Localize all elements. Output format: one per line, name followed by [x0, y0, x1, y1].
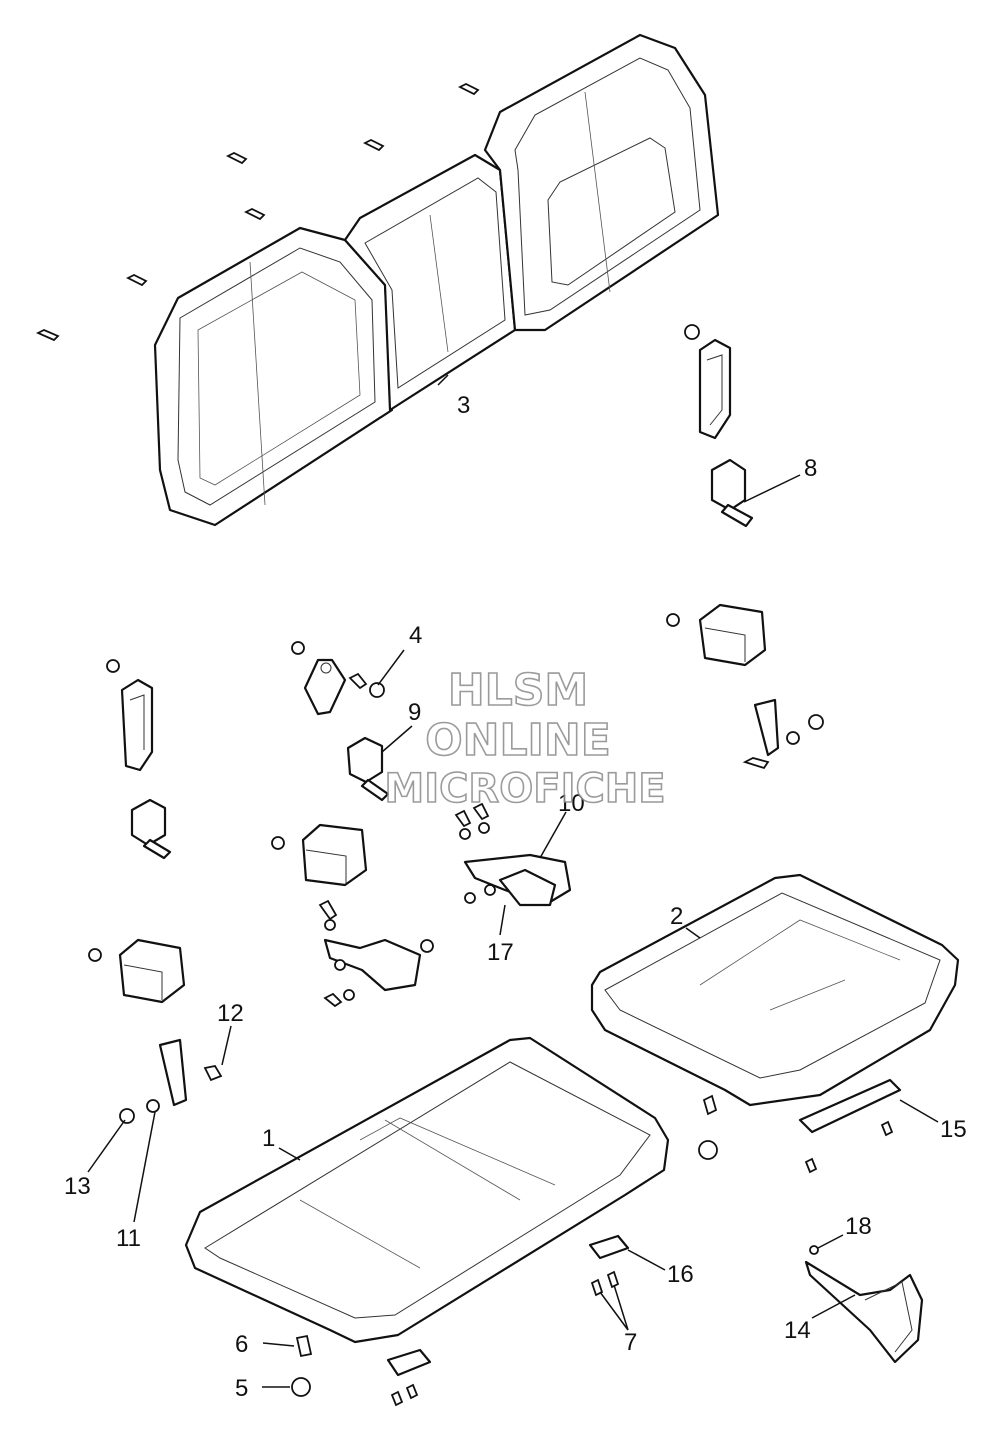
retractor-box-center [271, 823, 368, 921]
callout-5: 5 [235, 1375, 248, 1402]
callout-6: 6 [235, 1331, 248, 1358]
seat-belt-retractor-left-upper [106, 659, 172, 860]
bracket-16 [588, 1234, 630, 1297]
watermark-line1: HLSM [448, 665, 588, 716]
callout-labels: 3 8 4 9 10 17 2 12 13 11 1 6 5 15 16 7 1… [64, 392, 967, 1402]
retractor-box-left [88, 938, 223, 1124]
callout-11: 11 [116, 1225, 141, 1252]
retractor-box-right [666, 603, 824, 770]
seat-cushion-right [590, 873, 960, 1174]
callout-1: 1 [262, 1125, 275, 1152]
callout-15: 15 [940, 1116, 967, 1143]
seat-back-assembly [35, 33, 720, 527]
seat-belt-buckle-9 [346, 736, 390, 802]
callout-4: 4 [409, 622, 422, 649]
callout-14: 14 [784, 1317, 811, 1344]
callout-2: 2 [670, 903, 683, 930]
seat-belt-retractor-right-upper [684, 324, 754, 528]
anchor-bracket-4 [291, 641, 385, 716]
callout-3: 3 [457, 392, 470, 419]
shield-14 [804, 1245, 924, 1364]
callout-16: 16 [667, 1261, 694, 1288]
callout-8: 8 [804, 455, 817, 482]
callout-13: 13 [64, 1173, 91, 1200]
seat-cushion-left [184, 1036, 670, 1407]
callout-7: 7 [624, 1329, 637, 1356]
seat-back-bolts [35, 82, 480, 342]
leader-lines [87, 374, 939, 1388]
callout-12: 12 [217, 1000, 244, 1027]
callout-9: 9 [408, 699, 421, 726]
center-belt-assembly [323, 802, 572, 1008]
watermark-line3: MICROFICHE [384, 766, 665, 812]
callout-17: 17 [487, 939, 514, 966]
callout-10: 10 [558, 790, 585, 817]
watermark-line2: ONLINE [425, 715, 611, 766]
watermark: HLSM ONLINE MICROFICHE [384, 664, 667, 813]
callout-18: 18 [845, 1213, 872, 1240]
